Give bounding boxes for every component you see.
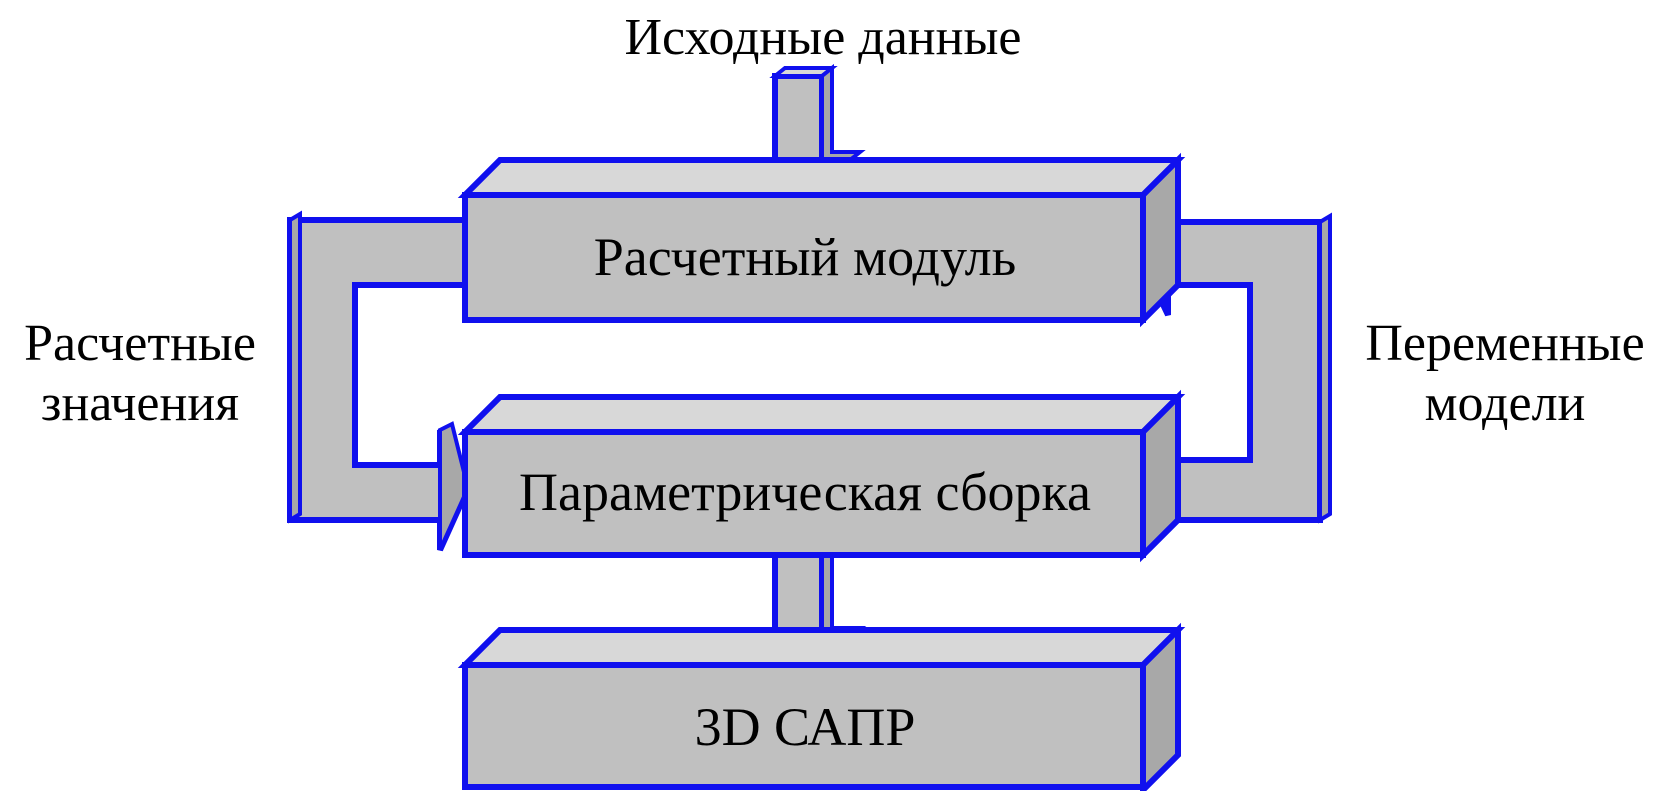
- calc-values-label-line2: значения: [41, 375, 239, 432]
- calc-values-label-line1: Расчетные: [24, 315, 256, 372]
- cad-box: 3D САПР: [457, 622, 1186, 791]
- left-feedback-arrow: [287, 210, 472, 552]
- assembly-box: Параметрическая сборка: [457, 389, 1186, 563]
- input-data-label: Исходные данные: [625, 9, 1022, 66]
- assembly-label: Параметрическая сборка: [519, 462, 1091, 522]
- calc-module-box: Расчетный модуль: [457, 152, 1186, 328]
- model-variables-label-line2: модели: [1425, 375, 1586, 432]
- calc-module-label: Расчетный модуль: [594, 227, 1016, 287]
- cad-label: 3D САПР: [695, 697, 916, 757]
- model-variables-label-line1: Переменные: [1365, 315, 1644, 372]
